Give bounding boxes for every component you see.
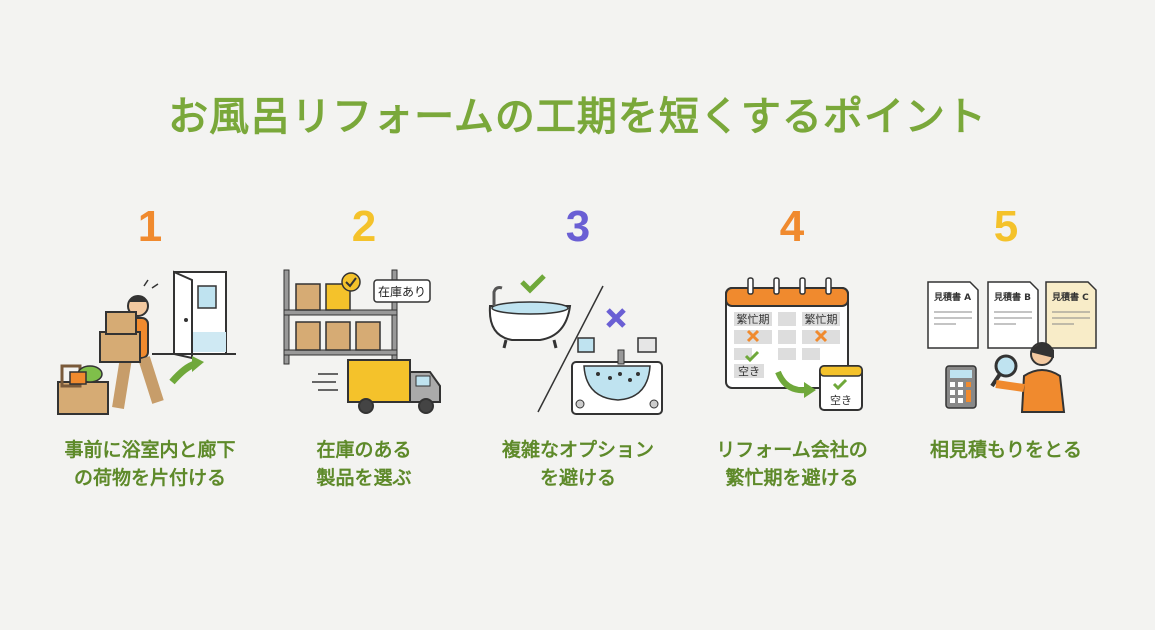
point-caption: 在庫のある 製品を選ぶ [316,439,412,489]
point-3: 3 複雑なオプション を避ける [468,200,688,500]
point-number: 1 [137,202,163,251]
simple-vs-complex-bathtub-icon [488,274,663,415]
page-title: お風呂リフォームの工期を短くするポイント [168,94,987,140]
point-number: 4 [779,202,805,251]
estimate-document-c: 見積書 C [1045,281,1097,349]
cross-icon [606,308,626,328]
check-icon [520,274,546,294]
magnifier-icon [990,372,1002,388]
point-number: 5 [993,202,1019,251]
estimate-document-b: 見積書 B [987,281,1039,349]
point-caption: リフォーム会社の 繁忙期を避ける [716,439,868,489]
person-carrying-boxes-to-bathroom-icon [57,270,236,415]
point-caption: 複雑なオプション を避ける [501,439,654,489]
calendar-busy-period-icon: 繁忙期 繁忙期 空き 空き [725,277,863,411]
point-2: 2 在庫あり 在庫のある 製品を選ぶ [254,200,474,500]
point-number: 3 [565,202,591,251]
point-4: 4 繁忙期 繁忙期 空き 空き リフォーム会社の 繁忙期を避ける [682,200,902,500]
svg-text:空き: 空き [738,364,760,378]
svg-text:見積書 B: 見積書 B [993,291,1031,303]
point-5: 5 見積書 A 見積書 B 見積書 C 相見積もりをとる [896,200,1116,500]
point-1: 1 事前に浴室内と廊下 の荷物を片付ける [40,200,260,500]
warehouse-shelf-truck-icon: 在庫あり [283,269,441,414]
compare-estimates-icon: 見積書 A 見積書 B 見積書 C [927,281,1097,413]
svg-text:見積書 A: 見積書 A [933,291,971,303]
svg-text:繁忙期: 繁忙期 [737,312,770,326]
point-caption: 相見積もりをとる [929,439,1082,461]
point-number: 2 [351,202,377,251]
svg-text:空き: 空き [830,393,852,407]
stock-label: 在庫あり [378,285,426,299]
estimate-document-a: 見積書 A [927,281,979,349]
svg-text:見積書 C: 見積書 C [1051,291,1089,303]
svg-text:繁忙期: 繁忙期 [805,312,838,326]
point-caption: 事前に浴室内と廊下 の荷物を片付ける [64,439,236,489]
